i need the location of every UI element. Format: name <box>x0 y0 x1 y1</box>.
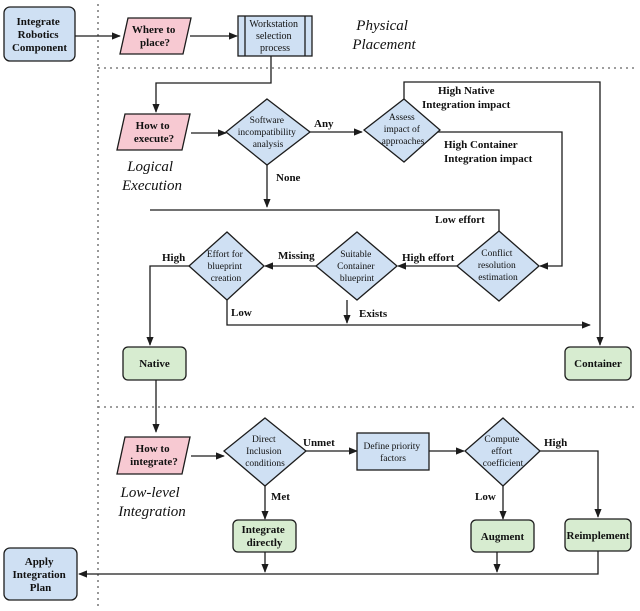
start-terminal-shape <box>3 6 76 62</box>
node-container[interactable]: Container <box>564 346 632 381</box>
conflict-decision-text: Conflict resolution estimation <box>478 248 518 283</box>
section-title-physical: Physical Placement <box>351 18 416 53</box>
container-text: Container <box>574 358 622 370</box>
edge-label-low-2: Low <box>475 491 496 503</box>
where-to-place-parallelogram <box>119 17 192 55</box>
software-decision-text: Software incompatibility analysis <box>238 115 298 150</box>
node-software-incompatibility-analysis[interactable]: Software incompatibility analysis <box>224 98 312 166</box>
direct-decision-diamond <box>222 417 308 487</box>
container-box <box>564 346 632 381</box>
start-terminal-text: Integrate Robotics Component <box>12 16 67 54</box>
node-how-to-execute[interactable]: How to execute? <box>116 113 191 151</box>
node-integrate-directly[interactable]: Integrate directly <box>232 519 297 553</box>
augment-text: Augment <box>481 531 525 543</box>
compute-decision-text: Compute effort coefficient <box>483 435 524 469</box>
effort-decision-text: Effort for blueprint creation <box>207 249 245 284</box>
how-to-integrate-parallelogram <box>116 436 191 475</box>
node-reimplement[interactable]: Reimplement <box>564 518 632 552</box>
node-workstation-selection-process[interactable]: Workstation selection process <box>237 15 313 57</box>
edge-label-high-effort: High effort <box>402 252 455 264</box>
workstation-process-shape <box>237 15 313 57</box>
node-define-priority-factors[interactable]: Define priority factors <box>356 432 430 471</box>
edge-label-high-container: High Container Integration impact <box>444 139 533 165</box>
node-native[interactable]: Native <box>122 346 187 381</box>
assess-decision-text: Assess impact of approaches <box>382 113 425 147</box>
software-decision-diamond <box>224 98 312 166</box>
integrate-directly-box <box>232 519 297 553</box>
end-terminal-shape <box>3 547 78 601</box>
node-assess-impact[interactable]: Assess impact of approaches <box>362 98 441 163</box>
edge-effort-high <box>146 265 189 346</box>
section-titles: Physical Placement Logical Execution Low… <box>117 18 416 520</box>
edge-label-unmet: Unmet <box>303 437 335 449</box>
node-how-to-integrate[interactable]: How to integrate? <box>116 436 191 475</box>
how-to-integrate-text: How to integrate? <box>130 443 178 468</box>
augment-box <box>470 519 535 553</box>
assess-decision-diamond <box>362 98 441 163</box>
edge-label-met: Met <box>271 491 290 503</box>
edge-reimplement-to-apply <box>78 550 599 578</box>
section-separators <box>97 4 636 608</box>
edge-labels: Any None High Native Integration impact … <box>162 85 567 503</box>
reimplement-box <box>564 518 632 552</box>
edge-label-none: None <box>276 172 301 184</box>
section-title-lowlevel: Low-level Integration <box>117 485 186 520</box>
edge-label-low-effort: Low effort <box>435 214 485 226</box>
native-text: Native <box>139 358 170 370</box>
edge-effort-low <box>226 299 591 329</box>
integrate-directly-text: Integrate directly <box>241 524 287 549</box>
edge-label-low: Low <box>231 307 252 319</box>
edge-label-high-native: High Native Integration impact <box>422 85 511 111</box>
edge-label-missing: Missing <box>278 250 315 262</box>
edge-assess-high-container <box>430 131 563 270</box>
define-priority-box <box>356 432 430 471</box>
node-conflict-resolution[interactable]: Conflict resolution estimation <box>455 230 540 302</box>
end-terminal-text: Apply Integration Plan <box>13 556 69 594</box>
edge-assess-high-native <box>403 81 604 346</box>
workstation-process-text: Workstation selection process <box>249 19 300 54</box>
suitable-decision-diamond <box>314 231 399 301</box>
edge-compute-high <box>540 450 602 518</box>
edge-label-any: Any <box>314 118 334 130</box>
edge-conflict-low-effort <box>150 209 500 240</box>
reimplement-text: Reimplement <box>567 530 630 542</box>
edge-label-high-2: High <box>544 437 567 449</box>
edge-label-exists: Exists <box>359 308 388 320</box>
how-to-execute-parallelogram <box>116 113 191 151</box>
direct-decision-text: Direct Inclusion conditions <box>245 435 285 469</box>
how-to-execute-text: How to execute? <box>134 120 174 145</box>
node-effort-blueprint-creation[interactable]: Effort for blueprint creation <box>188 231 265 301</box>
node-augment[interactable]: Augment <box>470 519 535 553</box>
node-where-to-place[interactable]: Where to place? <box>119 17 192 55</box>
native-box <box>122 346 187 381</box>
nodes: Integrate Robotics Component Where to pl… <box>3 6 632 601</box>
node-suitable-container-blueprint[interactable]: Suitable Container blueprint <box>314 231 399 301</box>
section-title-logical: Logical Execution <box>121 159 182 194</box>
node-apply-integration-plan[interactable]: Apply Integration Plan <box>3 547 78 601</box>
edge-label-high: High <box>162 252 185 264</box>
edge-workstation-to-howexecute <box>152 56 272 113</box>
where-to-place-text: Where to place? <box>132 24 178 49</box>
connectors <box>75 32 604 578</box>
suitable-decision-text: Suitable Container blueprint <box>337 250 377 284</box>
node-integrate-robotics-component[interactable]: Integrate Robotics Component <box>3 6 76 62</box>
compute-decision-diamond <box>464 417 541 487</box>
define-priority-text: Define priority factors <box>363 441 422 464</box>
conflict-decision-diamond <box>455 230 540 302</box>
node-direct-inclusion-conditions[interactable]: Direct Inclusion conditions <box>222 417 308 487</box>
effort-decision-diamond <box>188 231 265 301</box>
node-compute-effort-coefficient[interactable]: Compute effort coefficient <box>464 417 541 487</box>
